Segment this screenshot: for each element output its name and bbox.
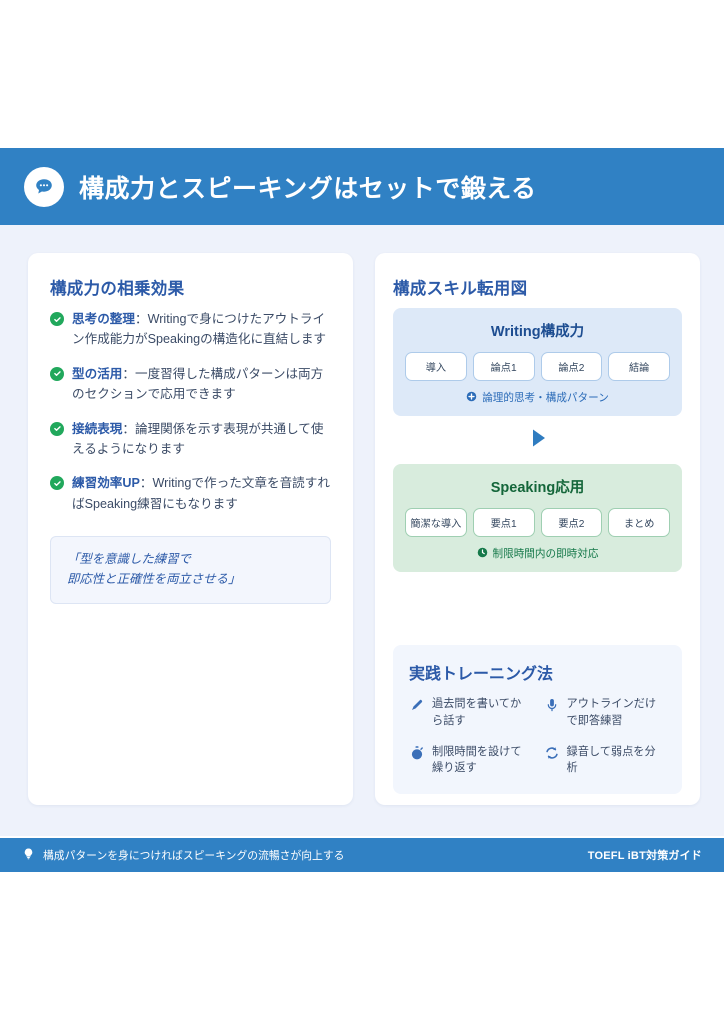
sync-icon bbox=[544, 745, 560, 778]
chip[interactable]: 導入 bbox=[405, 352, 467, 381]
synergy-card: 構成力の相乗効果 思考の整理：Writingで身につけたアウトライン作成能力がS… bbox=[28, 253, 353, 805]
list-item-text: 接続表現：論理関係を示す表現が共通して使えるようになります bbox=[72, 421, 324, 456]
speaking-note-text: 制限時間内の即時対応 bbox=[492, 548, 599, 560]
footer-message: 構成パターンを身につければスピーキングの流暢さが向上する bbox=[22, 847, 344, 863]
page-title: 構成力とスピーキングはセットで鍛える bbox=[79, 174, 537, 203]
chip[interactable]: まとめ bbox=[608, 508, 670, 537]
microphone-icon bbox=[544, 697, 560, 730]
quote-line-2: 即応性と正確性を両立させる」 bbox=[67, 571, 241, 586]
chip[interactable]: 要点1 bbox=[472, 508, 535, 537]
chip[interactable]: 簡潔な導入 bbox=[405, 508, 467, 537]
list-item-label: 思考の整理 bbox=[72, 312, 135, 326]
list-item: 制限時間を設けて繰り返す bbox=[409, 744, 532, 778]
check-circle-icon bbox=[50, 476, 64, 491]
speaking-note: 制限時間内の即時対応 bbox=[405, 546, 670, 561]
list-item: アウトラインだけで即答練習 bbox=[544, 696, 667, 730]
list-item-label: 接続表現 bbox=[72, 421, 123, 436]
list-item-label: 練習効率UP bbox=[72, 476, 140, 491]
chip[interactable]: 結論 bbox=[608, 352, 670, 381]
list-item: 思考の整理：Writingで身につけたアウトライン作成能力がSpeakingの構… bbox=[50, 309, 335, 350]
writing-block: Writing構成力 導入 論点1 論点2 結論 論理的思考・構成パターン bbox=[393, 308, 682, 416]
speaking-heading: Speaking応用 bbox=[490, 480, 585, 496]
synergy-title: 構成力の相乗効果 bbox=[50, 280, 185, 298]
training-item-text: 制限時間を設けて繰り返す bbox=[432, 745, 522, 775]
check-circle-icon bbox=[50, 366, 64, 381]
list-item: 型の活用：一度習得した構成パターンは両方のセクションで応用できます bbox=[50, 364, 335, 405]
speaking-chip-row: 簡潔な導入 要点1 要点2 まとめ bbox=[405, 508, 670, 537]
list-item: 接続表現：論理関係を示す表現が共通して使えるようになります bbox=[50, 419, 335, 460]
training-grid: 過去問を書いてから話す アウトラインだけで即答練習 制限時間を設けて繰り返す bbox=[409, 696, 666, 777]
chip[interactable]: 要点2 bbox=[540, 508, 603, 537]
speech-bubble-icon bbox=[24, 166, 64, 207]
list-item-label: 型の活用 bbox=[72, 366, 123, 381]
footer-brand: TOEFL iBT対策ガイド bbox=[587, 850, 702, 862]
synergy-bullet-list: 思考の整理：Writingで身につけたアウトライン作成能力がSpeakingの構… bbox=[50, 309, 335, 528]
training-item-text: 録音して弱点を分析 bbox=[566, 745, 656, 775]
flow-diagram: Writing構成力 導入 論点1 論点2 結論 論理的思考・構成パターン bbox=[393, 308, 682, 572]
list-item: 練習効率UP：Writingで作った文章を音読すればSpeaking練習にもなり… bbox=[50, 473, 335, 514]
flow-arrow bbox=[393, 416, 682, 464]
clock-icon bbox=[477, 547, 488, 561]
writing-note: 論理的思考・構成パターン bbox=[405, 390, 670, 405]
page-footer: 構成パターンを身につければスピーキングの流暢さが向上する TOEFL iBT対策… bbox=[0, 838, 724, 872]
list-item: 録音して弱点を分析 bbox=[544, 744, 667, 778]
training-item-text: 過去問を書いてから話す bbox=[432, 698, 522, 727]
skill-transfer-card: 構成スキル転用図 Writing構成力 導入 論点1 論点2 結論 論理的思考・… bbox=[375, 253, 700, 805]
list-item-text: 思考の整理：Writingで身につけたアウトライン作成能力がSpeakingの構… bbox=[72, 312, 327, 347]
lightbulb-icon bbox=[22, 847, 35, 863]
chip[interactable]: 論点1 bbox=[472, 352, 535, 381]
pen-icon bbox=[409, 697, 425, 730]
quote-box: 「型を意識した練習で 即応性と正確性を両立させる」 bbox=[50, 536, 331, 604]
training-item-text: アウトラインだけで即答練習 bbox=[566, 698, 657, 727]
list-item-text: 型の活用：一度習得した構成パターンは両方のセクションで応用できます bbox=[72, 366, 324, 402]
check-circle-icon bbox=[50, 421, 64, 436]
skill-transfer-title: 構成スキル転用図 bbox=[393, 280, 528, 298]
training-panel: 実践トレーニング法 過去問を書いてから話す アウトラインだけで即答練習 bbox=[393, 645, 682, 795]
writing-chip-row: 導入 論点1 論点2 結論 bbox=[405, 352, 670, 381]
writing-note-text: 論理的思考・構成パターン bbox=[482, 392, 609, 404]
footer-left-text: 構成パターンを身につければスピーキングの流暢さが向上する bbox=[43, 850, 345, 862]
quote-line-1: 「型を意識した練習で bbox=[67, 552, 191, 566]
list-item-text: 練習効率UP：Writingで作った文章を音読すればSpeaking練習にもなり… bbox=[72, 476, 330, 511]
page-header: 構成力とスピーキングはセットで鍛える bbox=[0, 148, 724, 225]
check-circle-icon bbox=[50, 312, 64, 326]
writing-heading: Writing構成力 bbox=[490, 324, 585, 340]
stopwatch-icon bbox=[409, 745, 425, 778]
speaking-block: Speaking応用 簡潔な導入 要点1 要点2 まとめ 制限時間内の即時対応 bbox=[393, 464, 682, 572]
list-item: 過去問を書いてから話す bbox=[409, 696, 532, 730]
training-title: 実践トレーニング法 bbox=[409, 666, 554, 683]
chip[interactable]: 論点2 bbox=[540, 352, 603, 381]
play-triangle-icon bbox=[525, 425, 551, 456]
plus-circle-icon bbox=[466, 391, 477, 405]
